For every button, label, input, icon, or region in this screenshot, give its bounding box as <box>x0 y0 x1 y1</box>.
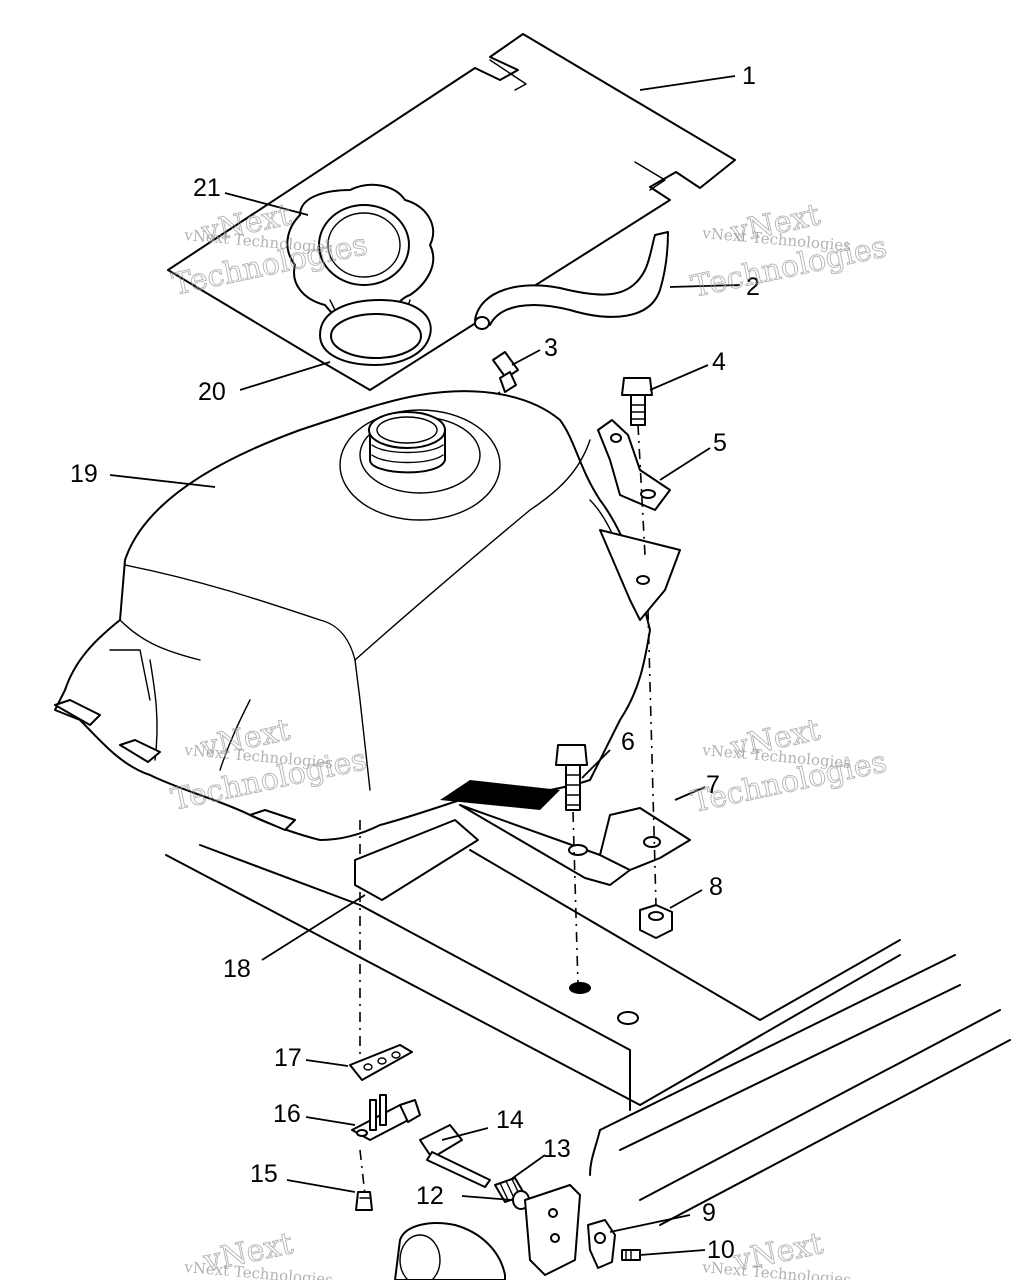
knob-part <box>587 1219 616 1269</box>
screw-part <box>621 1249 641 1261</box>
callout-2: 2 <box>746 273 760 301</box>
leader-lines <box>109 75 741 1256</box>
callout-8: 8 <box>709 873 723 901</box>
callout-9: 9 <box>702 1199 716 1227</box>
vent-hose-part <box>474 231 669 330</box>
fuel-tank-part <box>54 390 681 841</box>
cap-gasket-part <box>319 299 432 366</box>
callout-18: 18 <box>223 955 251 983</box>
frame-rail <box>165 844 1011 1226</box>
bolt-4-part <box>621 377 653 556</box>
callout-4: 4 <box>712 348 726 376</box>
seat-pad-part <box>167 33 736 391</box>
centerline-bolt15 <box>359 1149 366 1196</box>
centerline-bolt6 <box>572 811 579 986</box>
bolt-15-part <box>355 1191 373 1211</box>
callout-17: 17 <box>274 1044 302 1072</box>
callout-12: 12 <box>416 1182 444 1210</box>
callout-19: 19 <box>70 460 98 488</box>
callout-13: 13 <box>543 1135 571 1163</box>
callout-15: 15 <box>250 1160 278 1188</box>
callout-16: 16 <box>273 1100 301 1128</box>
mount-bracket-part <box>459 804 691 886</box>
callout-numbers: 1 2 3 4 5 6 7 8 9 10 12 13 14 15 16 17 1… <box>70 62 760 1264</box>
callout-1: 1 <box>742 62 756 90</box>
callout-6: 6 <box>621 728 635 756</box>
callout-21: 21 <box>193 174 221 202</box>
callout-20: 20 <box>198 378 226 406</box>
bracket-part <box>597 419 671 511</box>
bolt-6-part <box>555 744 588 811</box>
fuel-valve-part <box>351 1094 421 1141</box>
callout-10: 10 <box>707 1236 735 1264</box>
valve-plate-part <box>349 1044 413 1081</box>
pad-part <box>354 819 479 901</box>
callout-7: 7 <box>706 771 720 799</box>
callout-3: 3 <box>544 334 558 362</box>
centerline-rear <box>647 609 657 906</box>
valve-lever-part <box>419 1124 491 1188</box>
callout-14: 14 <box>496 1106 524 1134</box>
callout-5: 5 <box>713 429 727 457</box>
lower-bracket-part <box>394 1184 581 1280</box>
fuel-cap-part <box>286 183 435 346</box>
nut-part <box>639 904 673 939</box>
